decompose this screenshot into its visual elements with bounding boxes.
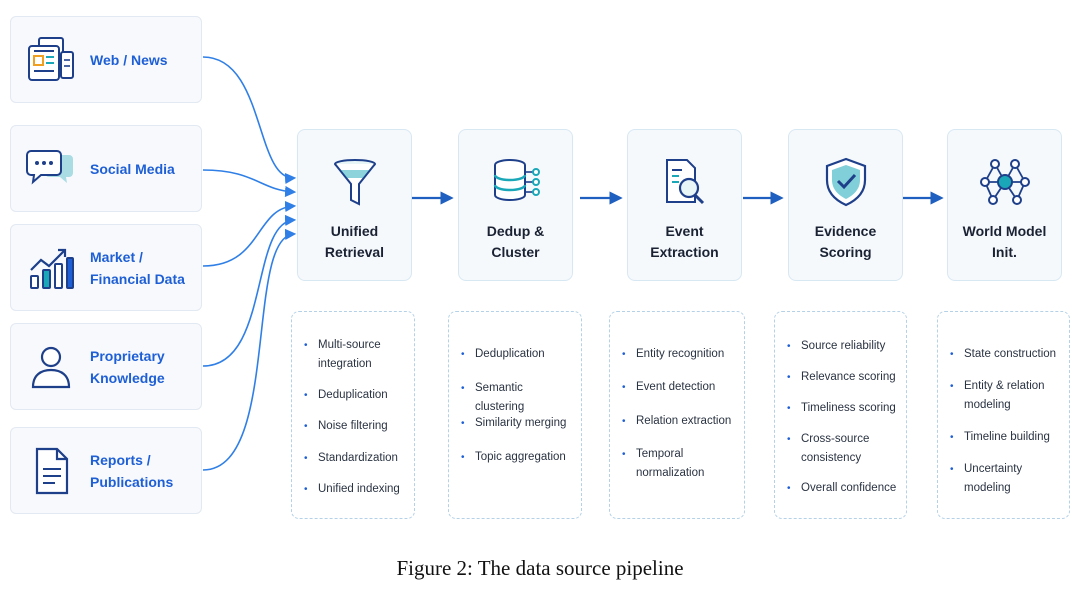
detail-item: Unified indexing (304, 480, 408, 499)
source-social-media: Social Media (10, 125, 202, 212)
person-icon (31, 346, 71, 388)
detail-item: Noise filtering (304, 417, 408, 436)
detail-world-model-init: State construction Entity & relation mod… (937, 311, 1070, 519)
detail-item: Relation extraction (622, 412, 738, 431)
network-icon (979, 159, 1030, 205)
detail-item: Event detection (622, 378, 738, 397)
database-icon (493, 159, 540, 201)
source-connector (202, 214, 297, 367)
source-label: Market /Financial Data (90, 248, 185, 287)
detail-item: Source reliability (787, 337, 900, 356)
source-connector (202, 228, 297, 471)
detail-item: Deduplication (304, 386, 408, 405)
stage-label: Dedup &Cluster (486, 223, 545, 260)
detail-item: Timeliness scoring (787, 399, 900, 418)
chat-bubbles-icon (26, 149, 73, 185)
detail-item: Deduplication (461, 345, 575, 364)
source-market-financial: Market /Financial Data (10, 224, 202, 311)
source-connector (202, 200, 297, 267)
detail-evidence-scoring: Source reliability Relevance scoring Tim… (774, 311, 907, 519)
source-connector (202, 56, 297, 185)
source-web-news: Web / News (10, 16, 202, 103)
detail-event-extraction: Entity recognition Event detection Relat… (609, 311, 745, 519)
source-label: Social Media (90, 160, 175, 177)
detail-item: Temporal normalization (622, 445, 738, 483)
stage-dedup-cluster: Dedup &Cluster (458, 129, 573, 281)
detail-dedup-cluster: Deduplication Semantic clustering Simila… (448, 311, 582, 519)
source-label: Reports /Publications (90, 451, 174, 490)
detail-item: Relevance scoring (787, 368, 900, 387)
detail-unified-retrieval: Multi-source integration Deduplication N… (291, 311, 415, 519)
detail-item: Semantic clustering (461, 379, 575, 417)
detail-item: Similarity merging (461, 414, 575, 433)
document-search-icon (665, 159, 704, 205)
funnel-icon (333, 159, 376, 206)
source-connector (202, 169, 297, 198)
bar-chart-icon (30, 248, 74, 289)
detail-item: State construction (950, 345, 1063, 364)
detail-item: Uncertainty modeling (950, 460, 1063, 498)
document-icon (35, 447, 69, 494)
detail-item: Topic aggregation (461, 448, 575, 467)
figure-caption: Figure 2: The data source pipeline (396, 556, 684, 580)
detail-item: Overall confidence (787, 479, 900, 498)
source-label: Web / News (90, 51, 168, 68)
detail-item: Multi-source integration (304, 336, 408, 374)
shield-check-icon (825, 157, 866, 207)
newspaper-icon (28, 36, 74, 81)
detail-item: Entity recognition (622, 345, 738, 364)
detail-item: Timeline building (950, 428, 1063, 447)
detail-item: Standardization (304, 449, 408, 468)
detail-item: Entity & relation modeling (950, 377, 1063, 415)
source-reports-publications: Reports /Publications (10, 427, 202, 514)
detail-item: Cross-source consistency (787, 430, 900, 468)
